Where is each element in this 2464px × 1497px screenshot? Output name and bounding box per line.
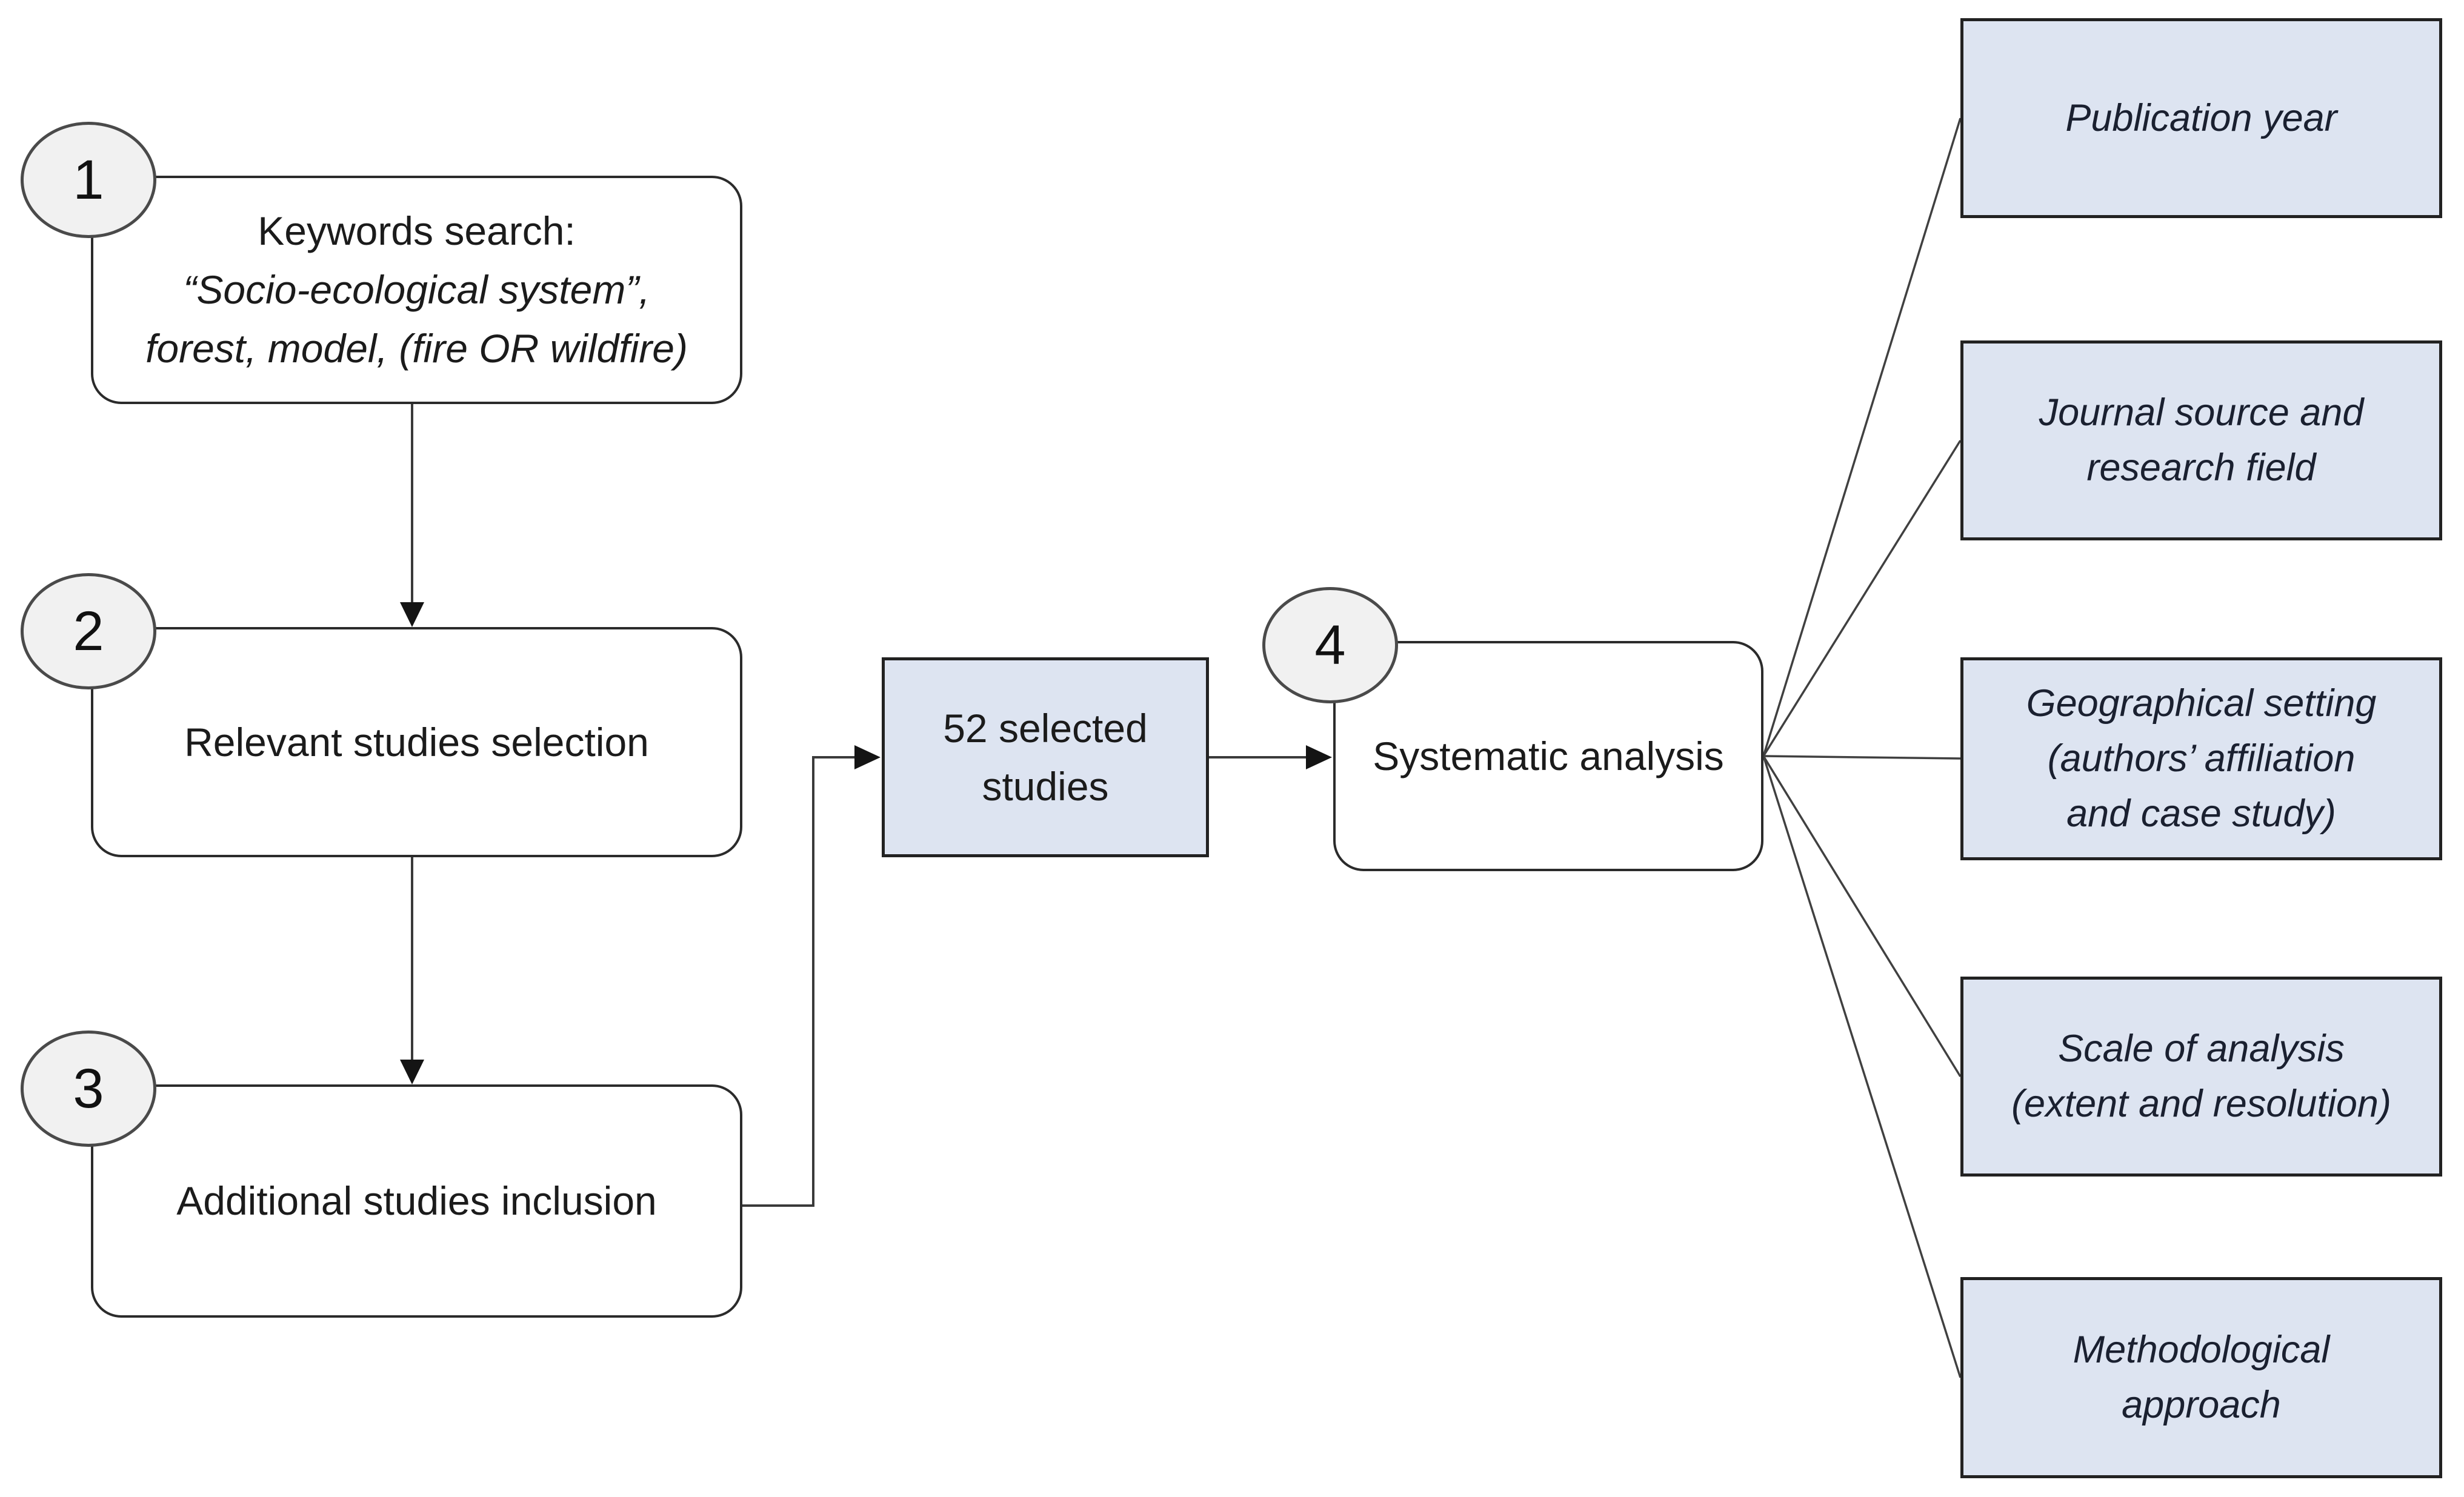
line-analysis-to-journal-source <box>1762 440 1962 757</box>
aspect-label: approach <box>2122 1384 2281 1426</box>
aspect-box-geographical-setting: Geographical setting (authors’ affiliati… <box>1960 657 2442 860</box>
selected-studies-box: 52 selected studies <box>882 657 1209 857</box>
step-number-1: 1 <box>73 149 104 211</box>
relevant-studies-label: Relevant studies selection <box>184 719 649 765</box>
arrowhead-relevant-to-additional <box>400 1060 424 1084</box>
connector-additional-to-selected <box>742 756 856 1207</box>
arrowhead-keywords-to-relevant <box>400 602 424 627</box>
arrowhead-additional-to-selected <box>854 745 881 769</box>
selected-studies-count: 52 selected <box>943 706 1148 751</box>
line-analysis-to-publication-year <box>1762 118 1962 757</box>
aspect-label: Geographical setting <box>2026 682 2377 725</box>
aspect-box-methodological-approach: Methodological approach <box>1960 1277 2442 1478</box>
aspect-label: Journal source and <box>2039 391 2364 434</box>
selected-studies-word: studies <box>982 764 1109 809</box>
keywords-search-terms-line2: forest, model, (fire OR wildfire) <box>145 326 688 371</box>
step-circle-4: 4 <box>1262 587 1398 703</box>
additional-studies-label: Additional studies inclusion <box>176 1178 657 1223</box>
arrowhead-selected-to-analysis <box>1306 745 1332 769</box>
step-circle-2: 2 <box>21 573 156 689</box>
aspect-box-publication-year: Publication year <box>1960 18 2442 218</box>
aspect-label: research field <box>2086 446 2316 489</box>
additional-studies-box: Additional studies inclusion <box>91 1084 742 1318</box>
line-analysis-to-scale-of-analysis <box>1762 755 1962 1077</box>
systematic-analysis-label: Systematic analysis <box>1373 733 1724 778</box>
aspect-label: (authors’ affiliation <box>2047 737 2356 780</box>
step-circle-3: 3 <box>21 1031 156 1147</box>
aspect-label: and case study) <box>2066 792 2336 835</box>
aspect-box-journal-source: Journal source and research field <box>1960 340 2442 540</box>
line-analysis-to-geographical-setting <box>1763 755 1961 760</box>
keywords-search-title: Keywords search: <box>258 208 576 253</box>
step-number-3: 3 <box>73 1058 104 1120</box>
aspect-label: Publication year <box>2065 96 2337 139</box>
aspect-label: (extent and resolution) <box>2011 1083 2391 1125</box>
step-number-4: 4 <box>1314 614 1346 676</box>
step-number-2: 2 <box>73 600 104 662</box>
systematic-analysis-box: Systematic analysis <box>1333 641 1763 871</box>
keywords-search-box: Keywords search: “Socio-ecological syste… <box>91 176 742 404</box>
step-circle-1: 1 <box>21 122 156 238</box>
keywords-search-terms-line1: “Socio-ecological system”, <box>183 267 650 312</box>
line-analysis-to-methodological-approach <box>1762 755 1962 1378</box>
relevant-studies-box: Relevant studies selection <box>91 627 742 857</box>
aspect-label: Scale of analysis <box>2058 1027 2345 1070</box>
aspect-label: Methodological <box>2073 1329 2330 1371</box>
aspect-box-scale-of-analysis: Scale of analysis (extent and resolution… <box>1960 977 2442 1177</box>
